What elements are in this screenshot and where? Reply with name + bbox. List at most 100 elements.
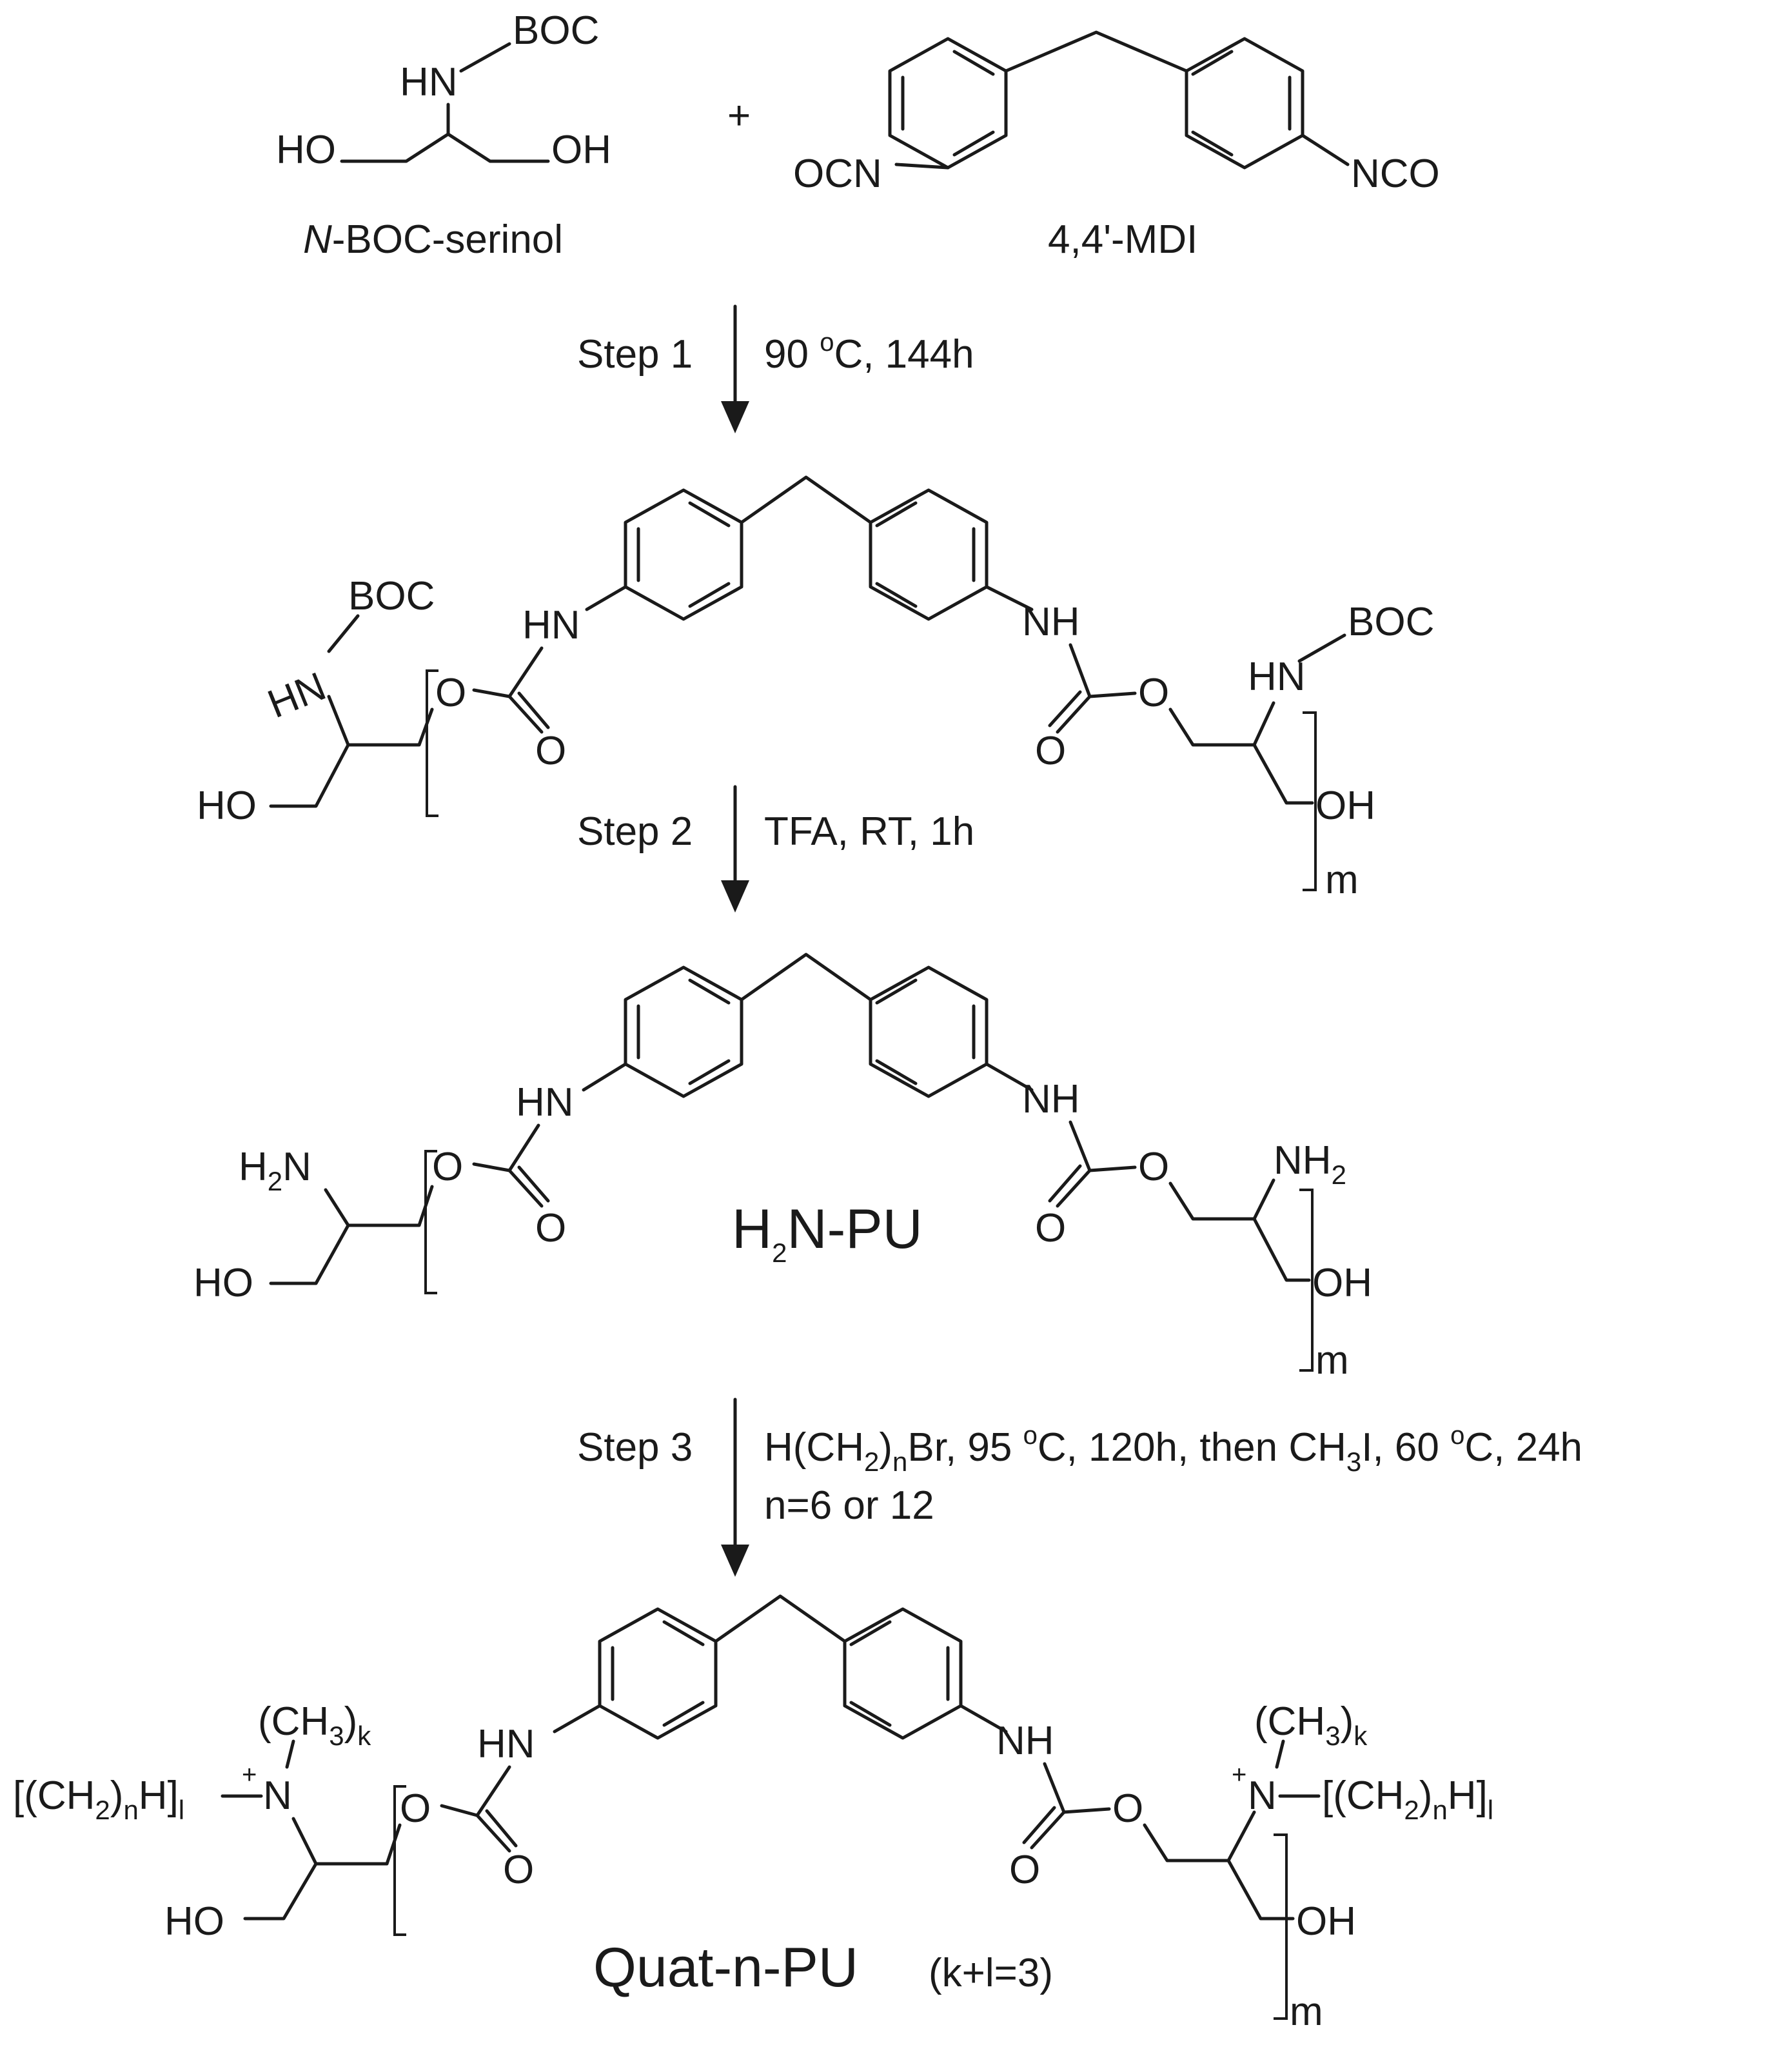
- alk-l: l: [179, 1795, 184, 1825]
- bond: [688, 582, 731, 608]
- bond: [1297, 633, 1346, 663]
- hn-label: HN: [516, 1080, 574, 1125]
- step1-temp: 90: [764, 332, 820, 377]
- ch3-k-label: (CH3)k: [258, 1699, 371, 1751]
- o-label: O: [1138, 1145, 1169, 1189]
- hn-label: HN: [522, 603, 580, 647]
- ch3-close: ): [1341, 1699, 1354, 1744]
- c-a: H(CH: [764, 1425, 864, 1470]
- bond: [1168, 1178, 1275, 1221]
- step2-arrow: Step 2 TFA, RT, 1h: [577, 785, 974, 913]
- bond: [285, 1739, 295, 1769]
- bond: [662, 1701, 705, 1727]
- benzene-ring: [1185, 37, 1305, 170]
- c-e: I, 60: [1361, 1425, 1450, 1470]
- alk-2: 2: [95, 1795, 110, 1825]
- ch3-k: k: [1354, 1721, 1368, 1751]
- o-label: O: [503, 1848, 534, 1892]
- benzene-ring: [843, 1607, 963, 1740]
- bracket-left: [424, 1150, 437, 1294]
- bond: [582, 1062, 627, 1092]
- bond: [507, 695, 544, 734]
- bond: [662, 1620, 705, 1646]
- o-label: O: [1009, 1848, 1040, 1892]
- c-d: C, 120h, then CH: [1038, 1425, 1346, 1470]
- name-rest: N-PU: [787, 1198, 922, 1260]
- ch3-a: (CH: [258, 1699, 329, 1744]
- nh2-sub: 2: [1332, 1160, 1346, 1190]
- bond: [327, 695, 434, 747]
- bond: [243, 1862, 318, 1921]
- arrow-head: [721, 1545, 749, 1577]
- nh2-label: NH2: [1274, 1138, 1346, 1190]
- bond: [875, 1059, 918, 1085]
- step2-label: Step 2: [577, 809, 693, 854]
- bond: [1068, 1120, 1137, 1172]
- m-label: m: [1290, 1990, 1323, 2034]
- step1-arrow: Step 1 90 oC, 144h: [577, 304, 974, 433]
- o-label: O: [1035, 1206, 1066, 1250]
- bond: [1191, 50, 1234, 76]
- boc-label: BOC: [1348, 600, 1434, 644]
- bond: [959, 1704, 1008, 1734]
- bracket-left: [393, 1785, 406, 1936]
- bond: [1030, 1810, 1066, 1850]
- h2n-h: H: [239, 1145, 268, 1189]
- step3-label: Step 3: [577, 1425, 693, 1470]
- bond: [472, 646, 544, 698]
- bond: [485, 1809, 518, 1848]
- bond: [1068, 643, 1137, 698]
- plus-charge: +: [1232, 1761, 1246, 1789]
- m-label: m: [1315, 1338, 1349, 1383]
- ch3-3: 3: [1325, 1721, 1340, 1751]
- mdi-structure: OCN NCO 4,4'-MDI: [793, 30, 1440, 262]
- h2n-n: N: [282, 1145, 311, 1189]
- nh-label: NH: [1022, 600, 1080, 644]
- nh2-n: N: [1274, 1138, 1303, 1183]
- alk-l: l: [1488, 1795, 1493, 1825]
- bond: [688, 1059, 731, 1085]
- n-label: N: [263, 1773, 292, 1818]
- bond: [324, 1185, 434, 1227]
- o-label: O: [535, 1206, 566, 1250]
- ch3-k: k: [357, 1721, 371, 1751]
- nco-label: NCO: [1351, 152, 1440, 196]
- c-deg1: o: [1023, 1421, 1038, 1450]
- ocn-label: OCN: [793, 152, 882, 196]
- benzene-ring: [888, 37, 1008, 170]
- step2-conditions: TFA, RT, 1h: [764, 809, 974, 854]
- benzene-ring: [869, 488, 989, 621]
- boc-label: BOC: [513, 8, 599, 53]
- bond: [1048, 690, 1082, 727]
- bond: [340, 103, 450, 163]
- alk-n: n: [1432, 1795, 1447, 1825]
- bond: [1252, 1217, 1311, 1282]
- bond: [688, 501, 731, 528]
- bond: [875, 501, 918, 528]
- benzene-ring: [869, 965, 989, 1098]
- c-f: C, 24h: [1464, 1425, 1582, 1470]
- ho-label: HO: [276, 128, 336, 172]
- oh-label: OH: [551, 128, 611, 172]
- ch3-k-label: (CH3)k: [1254, 1699, 1368, 1751]
- bond: [1226, 1859, 1295, 1921]
- step1-conditions: 90 oC, 144h: [764, 328, 974, 377]
- alk-c: H]: [139, 1773, 179, 1818]
- nh2-h: H: [1303, 1138, 1332, 1183]
- bond: [1252, 743, 1314, 805]
- serinol-name-rest: -BOC-serinol: [332, 217, 563, 262]
- bond: [517, 691, 550, 729]
- bond: [985, 1062, 1034, 1092]
- bond: [688, 978, 731, 1005]
- bond: [894, 163, 950, 170]
- serinol-name-italic: N: [303, 217, 332, 262]
- methylene-bridge: [740, 475, 872, 524]
- bracket-right: [1299, 1189, 1314, 1372]
- ho-label: HO: [164, 1899, 224, 1944]
- c-2: 2: [864, 1447, 879, 1477]
- step3-conditions-line1: H(CH2)nBr, 95 oC, 120h, then CH3I, 60 oC…: [764, 1421, 1582, 1477]
- c-3: 3: [1346, 1447, 1361, 1477]
- plus-charge: +: [242, 1761, 257, 1789]
- quat-n-pu-name: Quat-n-PU: [593, 1937, 858, 1999]
- n-label: N: [1248, 1773, 1277, 1818]
